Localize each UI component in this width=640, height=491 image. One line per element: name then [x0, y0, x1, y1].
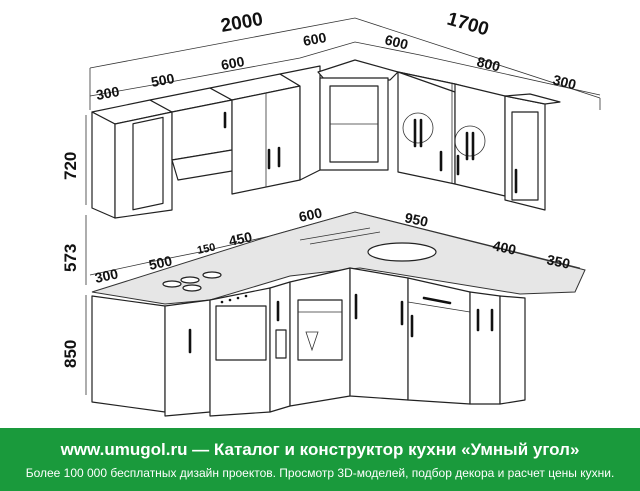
- dim-wall-right-total: 1700: [445, 9, 491, 41]
- upper-cabinets-left: [91, 65, 321, 219]
- dim-base-150: 150: [196, 241, 216, 257]
- dim-base-400: 400: [491, 237, 517, 258]
- dim-height-upper: 720: [61, 152, 80, 180]
- banner-subtitle: Более 100 000 бесплатных дизайн проектов…: [25, 466, 615, 480]
- base-cabinets-right: [349, 267, 526, 405]
- dim-upper-left-600: 600: [220, 53, 246, 73]
- dim-base-350: 350: [545, 251, 571, 272]
- dim-upper-corner-left-600: 600: [302, 29, 328, 49]
- dim-wall-left-total: 2000: [219, 9, 264, 37]
- dim-base-950: 950: [403, 209, 429, 230]
- dim-height-gap: 573: [61, 244, 80, 272]
- dim-upper-left-300: 300: [95, 83, 121, 103]
- banner-title[interactable]: www.umugol.ru — Каталог и конструктор ку…: [60, 440, 580, 459]
- dim-base-600: 600: [297, 204, 323, 225]
- dim-height-base: 850: [61, 340, 80, 368]
- worktop: [91, 211, 586, 305]
- promo-banner: www.umugol.ru — Каталог и конструктор ку…: [0, 428, 640, 491]
- dim-base-300: 300: [93, 265, 119, 286]
- dim-upper-left-500: 500: [150, 70, 176, 90]
- dimension-labels: 2000 1700 300 500 600 600 600 800 300 72…: [61, 9, 578, 368]
- dim-upper-right-800: 800: [475, 53, 502, 74]
- dim-upper-corner-right-600: 600: [383, 31, 410, 52]
- kitchen-drawing: 2000 1700 300 500 600 600 600 800 300 72…: [61, 9, 601, 417]
- dim-base-450: 450: [227, 228, 253, 249]
- dimension-lines: [85, 17, 601, 395]
- upper-cabinets-right: [317, 59, 561, 211]
- dim-base-500: 500: [147, 252, 173, 273]
- dim-upper-right-300: 300: [551, 71, 578, 92]
- base-cabinets-left: [91, 267, 351, 417]
